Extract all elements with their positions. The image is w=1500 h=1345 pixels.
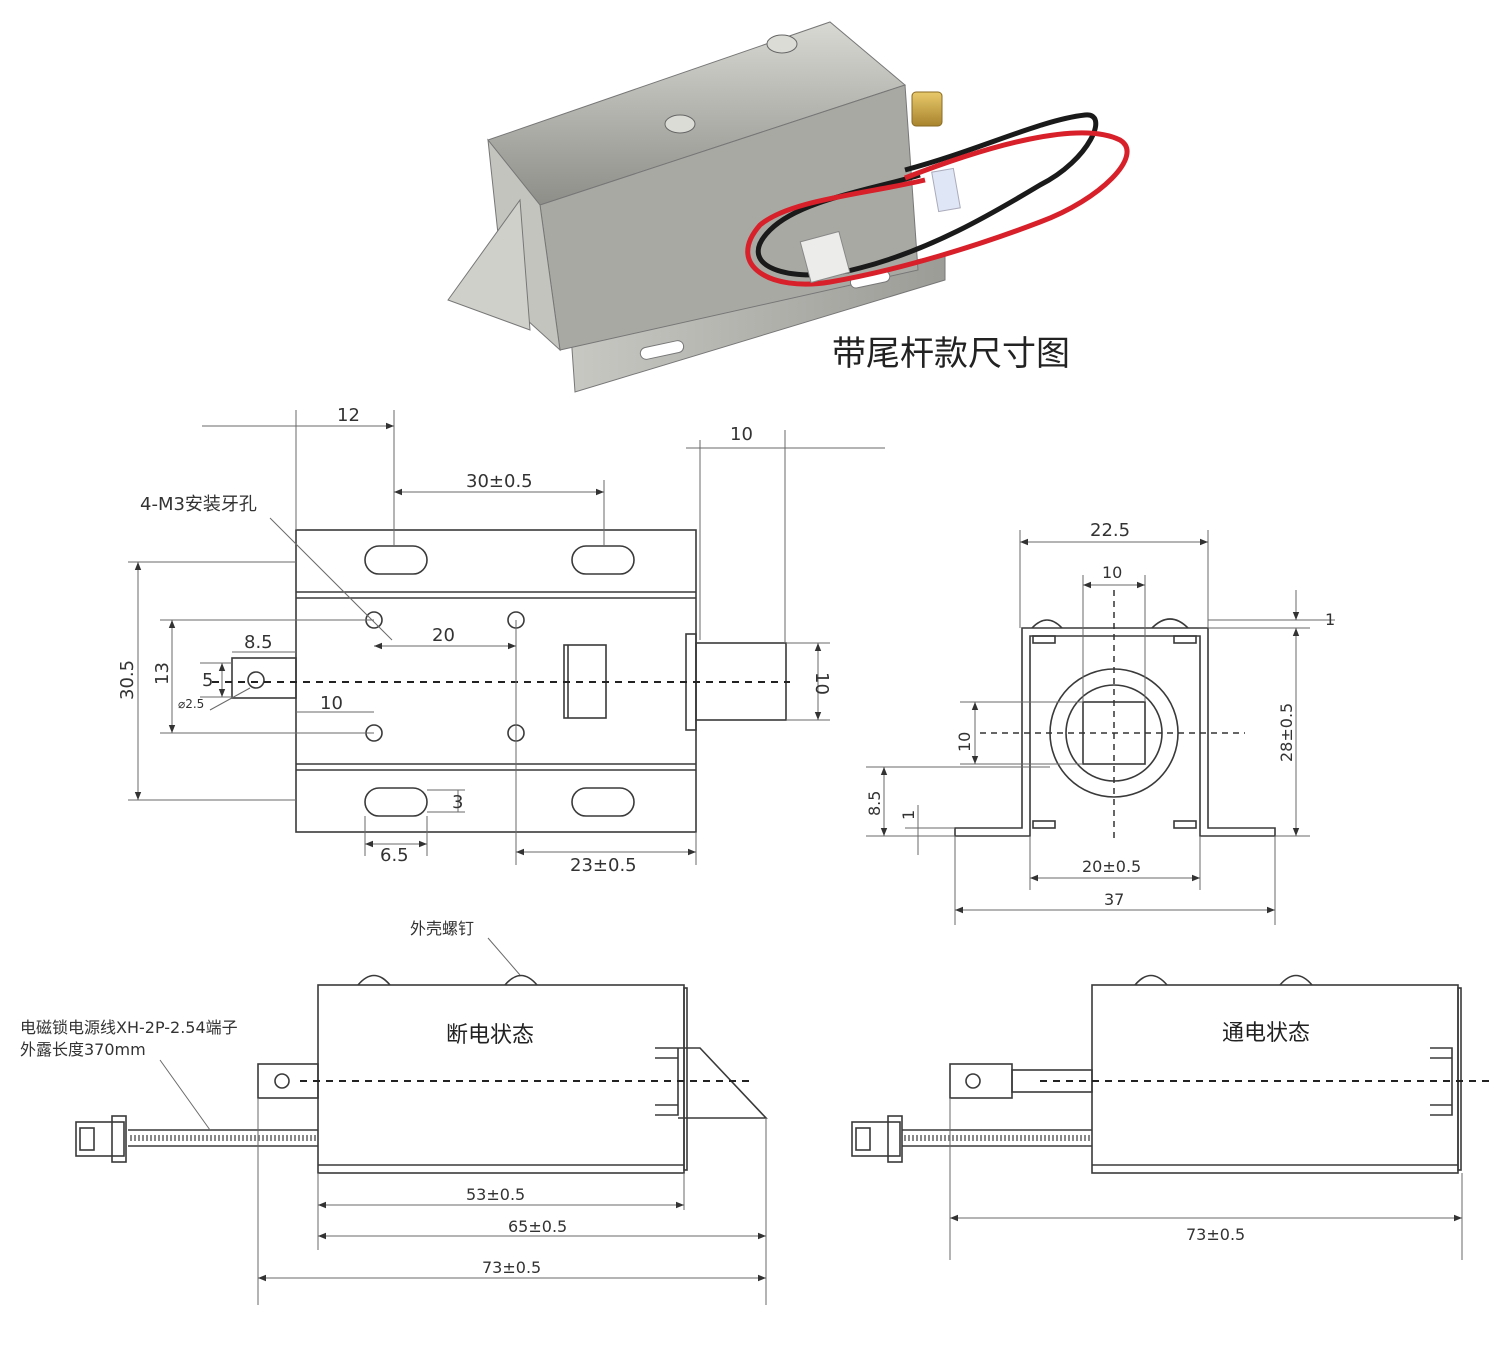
dim-30-5: 30.5 xyxy=(117,660,138,700)
dim-12: 12 xyxy=(337,405,360,426)
state-label-off: 断电状态 xyxy=(446,1023,534,1048)
end-view xyxy=(866,530,1335,925)
dim-28: 28±0.5 xyxy=(1277,703,1296,762)
dim-13: 13 xyxy=(152,662,173,685)
dim-top-1: 1 xyxy=(1325,610,1335,629)
dim-tail-10: 10 xyxy=(320,693,343,714)
dim-53: 53±0.5 xyxy=(466,1185,525,1204)
note-housing-screw: 外壳螺钉 xyxy=(410,919,474,938)
dim-37: 37 xyxy=(1104,890,1124,909)
dim-73-off: 73±0.5 xyxy=(482,1258,541,1277)
dim-30: 30±0.5 xyxy=(466,471,533,492)
dim-2-5: ⌀2.5 xyxy=(178,697,204,711)
dim-top-10: 10 xyxy=(1102,563,1122,582)
dim-left-10: 10 xyxy=(955,732,974,752)
note-wire-line2: 外露长度370mm xyxy=(20,1040,146,1059)
state-label-on: 通电状态 xyxy=(1222,1021,1310,1046)
dim-bottom-1: 1 xyxy=(899,810,918,820)
dim-3: 3 xyxy=(452,792,463,813)
note-mount-holes: 4-M3安装牙孔 xyxy=(140,494,257,515)
dim-65: 65±0.5 xyxy=(508,1217,567,1236)
side-view-off xyxy=(75,937,768,1305)
dim-6-5: 6.5 xyxy=(380,845,409,866)
product-photo xyxy=(447,21,1130,393)
dim-plunger-dia-10: 10 xyxy=(811,672,832,695)
dim-8-5-end: 8.5 xyxy=(865,791,884,816)
top-view xyxy=(128,410,885,865)
photo-title: 带尾杆款尺寸图 xyxy=(832,334,1070,374)
dim-20: 20 xyxy=(432,625,455,646)
side-view-on xyxy=(851,974,1495,1260)
dim-22-5: 22.5 xyxy=(1090,520,1130,541)
dim-plunger-10: 10 xyxy=(730,424,753,445)
dim-73-on: 73±0.5 xyxy=(1186,1225,1245,1244)
dim-5: 5 xyxy=(202,670,213,691)
dim-20-end: 20±0.5 xyxy=(1082,857,1141,876)
note-wire-line1: 电磁锁电源线XH-2P-2.54端子 xyxy=(20,1018,238,1037)
dim-8-5: 8.5 xyxy=(244,632,273,653)
dim-23: 23±0.5 xyxy=(570,855,637,876)
